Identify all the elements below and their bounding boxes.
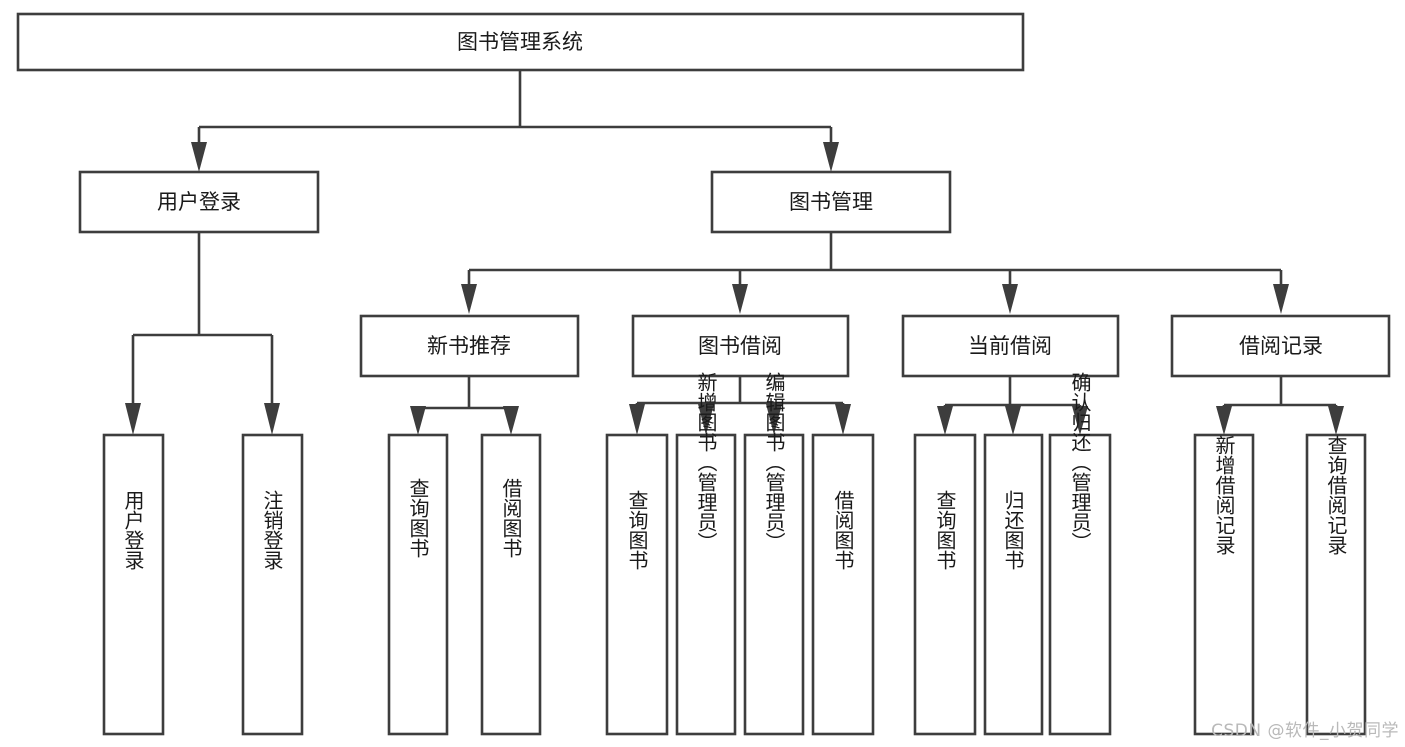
arrow-head-borrow-record	[1273, 284, 1289, 314]
node-leaf-br-add-record[interactable]: 新增借阅记录	[1193, 433, 1255, 736]
node-leaf-cb-return-book[interactable]: 归还图书	[983, 433, 1044, 736]
connector-group-user-login	[125, 232, 280, 435]
node-leaf-bb-edit-book-rect[interactable]	[743, 433, 805, 736]
node-leaf-cb-return-book-rect[interactable]	[983, 433, 1044, 736]
arrow-head-cb-leaf1	[937, 406, 953, 435]
node-leaf-cb-return-book-label: 归还图书	[1001, 490, 1025, 570]
arrow-head-cb-leaf2	[1005, 406, 1021, 435]
arrow-head-cb-leaf3	[1072, 406, 1088, 435]
connector-group-current-borrow	[937, 376, 1088, 435]
arrow-head-bb-leaf1	[629, 404, 645, 435]
connector-group-borrow-record	[1216, 376, 1344, 435]
node-leaf-user-login[interactable]: 用户登录	[102, 433, 165, 736]
node-leaf-bb-query-book-rect[interactable]	[605, 433, 669, 736]
node-book-borrow-label: 图书借阅	[698, 334, 782, 358]
node-book-management[interactable]: 图书管理	[710, 170, 952, 234]
node-root-label: 图书管理系统	[457, 30, 583, 54]
node-current-borrow-rect[interactable]	[901, 314, 1120, 378]
connector-group-book-manage	[461, 232, 1289, 314]
arrow-head-bb-leaf4	[835, 404, 851, 435]
arrow-head-br-leaf1	[1216, 406, 1232, 435]
node-leaf-bb-query-book[interactable]: 查询图书	[605, 433, 669, 736]
node-leaf-logout[interactable]: 注销登录	[241, 433, 304, 736]
node-leaf-nbr-query-book[interactable]: 查询图书	[387, 433, 449, 736]
node-new-book-recommend-label: 新书推荐	[427, 334, 511, 358]
arrow-head-user-login	[191, 142, 207, 172]
arrow-head-new-book-recommend	[461, 284, 477, 314]
node-new-book-recommend-rect[interactable]	[359, 314, 580, 378]
node-new-book-recommend[interactable]: 新书推荐	[359, 314, 580, 378]
arrow-head-leaf-user-login	[125, 403, 141, 435]
node-leaf-br-add-record-label: 新增借阅记录	[1212, 435, 1236, 555]
arrow-head-bb-leaf2	[698, 404, 714, 435]
node-current-borrow-label: 当前借阅	[968, 334, 1052, 358]
arrow-head-bb-leaf3	[766, 404, 782, 435]
node-leaf-bb-edit-book-label: 编辑图书（管理员）	[762, 372, 786, 552]
arrow-head-current-borrow	[1002, 284, 1018, 314]
connector-group-new-book-recommend	[410, 376, 519, 435]
node-leaf-br-query-record[interactable]: 查询借阅记录	[1305, 433, 1367, 736]
node-leaf-bb-add-book-label: 新增图书（管理员）	[694, 372, 718, 552]
node-user-login-rect[interactable]	[78, 170, 320, 234]
node-leaf-cb-confirm-return[interactable]: 确认归还（管理员）	[1048, 372, 1112, 736]
node-leaf-bb-borrow-book-label: 借阅图书	[831, 490, 855, 570]
arrow-head-book-borrow	[732, 284, 748, 314]
node-leaf-bb-add-book[interactable]: 新增图书（管理员）	[675, 372, 737, 736]
node-leaf-logout-label: 注销登录	[260, 490, 284, 570]
arrow-head-br-leaf2	[1328, 406, 1344, 435]
node-leaf-nbr-borrow-book[interactable]: 借阅图书	[480, 433, 542, 736]
node-leaf-cb-confirm-return-label: 确认归还（管理员）	[1068, 372, 1092, 552]
node-leaf-logout-rect[interactable]	[241, 433, 304, 736]
node-leaf-cb-query-book-rect[interactable]	[913, 433, 977, 736]
node-user-login[interactable]: 用户登录	[78, 170, 320, 234]
node-leaf-user-login-rect[interactable]	[102, 433, 165, 736]
node-leaf-cb-query-book-label: 查询图书	[933, 490, 957, 570]
node-borrow-record-label: 借阅记录	[1239, 334, 1323, 358]
node-leaf-br-add-record-rect[interactable]	[1193, 433, 1255, 736]
node-book-borrow[interactable]: 图书借阅	[631, 314, 850, 378]
node-leaf-cb-confirm-return-rect[interactable]	[1048, 433, 1112, 736]
arrow-head-book-manage	[823, 142, 839, 172]
node-leaf-nbr-borrow-book-rect[interactable]	[480, 433, 542, 736]
node-root-rect[interactable]	[16, 12, 1025, 72]
node-root-book-management-system[interactable]: 图书管理系统	[16, 12, 1025, 72]
node-leaf-nbr-borrow-book-label: 借阅图书	[499, 478, 523, 558]
node-leaf-br-query-record-label: 查询借阅记录	[1324, 435, 1348, 555]
node-user-login-label: 用户登录	[157, 190, 241, 214]
arrow-head-nbr-leaf2	[503, 406, 519, 435]
node-leaf-nbr-query-book-rect[interactable]	[387, 433, 449, 736]
arrow-head-leaf-logout	[264, 403, 280, 435]
arrow-head-nbr-leaf1	[410, 406, 426, 435]
node-current-borrow[interactable]: 当前借阅	[901, 314, 1120, 378]
node-leaf-nbr-query-book-label: 查询图书	[406, 478, 430, 558]
node-leaf-br-query-record-rect[interactable]	[1305, 433, 1367, 736]
connector-group-root	[191, 70, 839, 172]
node-borrow-record[interactable]: 借阅记录	[1170, 314, 1391, 378]
csdn-watermark: CSDN @软件_小贺同学	[1211, 721, 1399, 741]
node-leaf-bb-edit-book[interactable]: 编辑图书（管理员）	[743, 372, 805, 736]
node-book-borrow-rect[interactable]	[631, 314, 850, 378]
node-book-management-rect[interactable]	[710, 170, 952, 234]
node-leaf-bb-add-book-rect[interactable]	[675, 433, 737, 736]
node-borrow-record-rect[interactable]	[1170, 314, 1391, 378]
node-leaf-bb-borrow-book-rect[interactable]	[811, 433, 875, 736]
node-leaf-bb-query-book-label: 查询图书	[625, 490, 649, 570]
node-book-management-label: 图书管理	[789, 190, 873, 214]
node-leaf-bb-borrow-book[interactable]: 借阅图书	[811, 433, 875, 736]
node-leaf-cb-query-book[interactable]: 查询图书	[913, 433, 977, 736]
node-leaf-user-login-label: 用户登录	[121, 490, 145, 570]
connector-group-book-borrow	[629, 376, 851, 435]
